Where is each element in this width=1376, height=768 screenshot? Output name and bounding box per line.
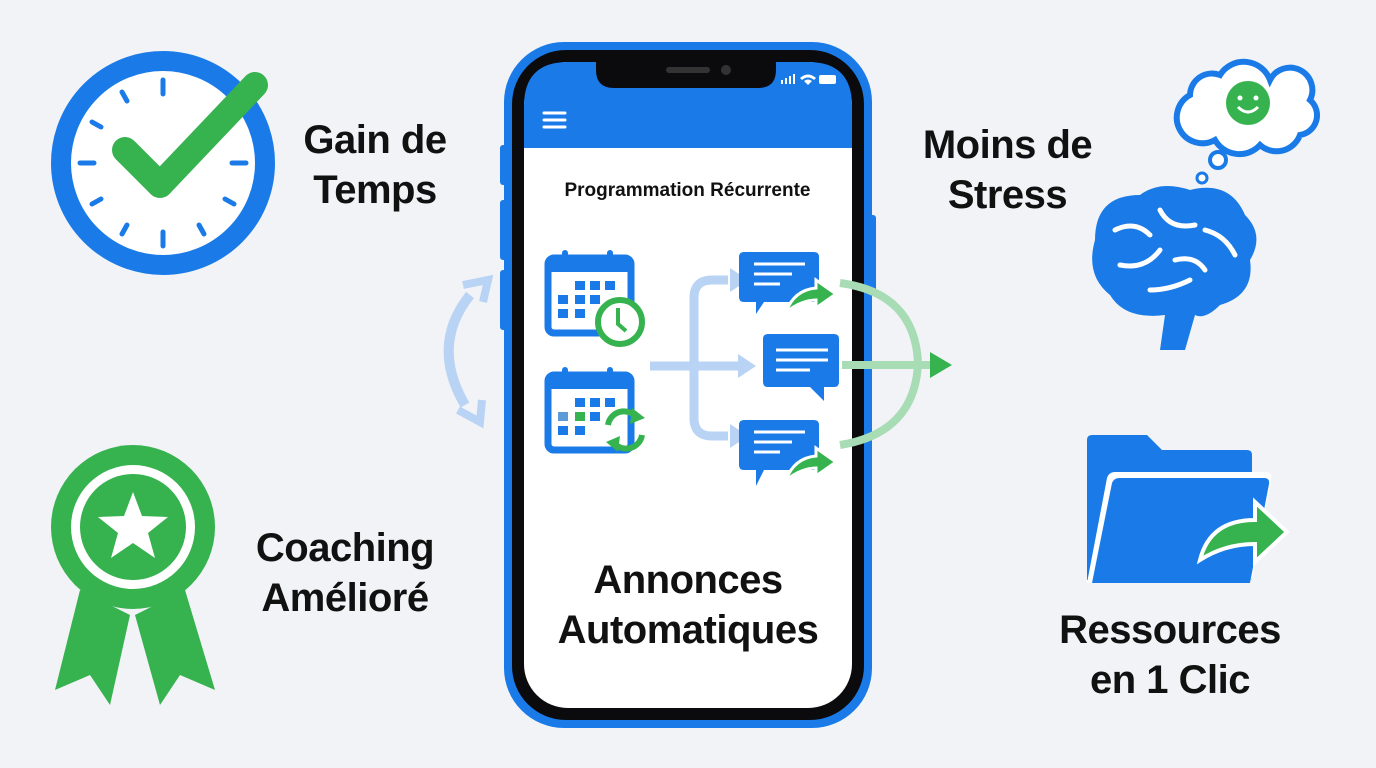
message-icon [739,252,839,317]
screen-title: Programmation Récurrente [564,180,811,201]
benefit-coaching: Coaching Amélioré [235,523,455,623]
caption-line: Annonces [593,558,783,602]
brain-smile-icon [1092,58,1321,350]
benefit-label: Temps [313,168,437,212]
clock-check-icon [51,51,275,275]
phone-caption: Annonces Automatiques [524,555,852,655]
calendar-clock-icon [544,250,645,347]
caption-line: Automatiques [557,608,819,652]
benefit-label: Stress [947,173,1068,217]
benefit-label: Amélioré [261,576,429,620]
phone [500,42,876,728]
benefit-label: Moins de [922,123,1093,167]
benefit-label: Coaching [255,526,435,570]
benefit-label: Ressources [1059,608,1281,652]
folder-share-icon [1087,435,1290,583]
benefit-time-saving: Gain de Temps [270,115,480,215]
status-bar-icons [781,74,836,85]
hamburger-menu-icon[interactable] [542,111,567,129]
benefit-label: en 1 Clic [1089,658,1251,702]
cycle-arrows-icon [443,274,494,429]
benefit-less-stress: Moins de Stress [895,120,1120,220]
calendar-repeat-icon [544,367,645,454]
message-icon [739,420,839,486]
benefit-label: Gain de [303,118,447,162]
message-icon [763,334,839,401]
award-medal-icon [51,445,215,705]
benefit-resources: Ressources en 1 Clic [1035,605,1305,705]
output-arrows [839,279,952,449]
